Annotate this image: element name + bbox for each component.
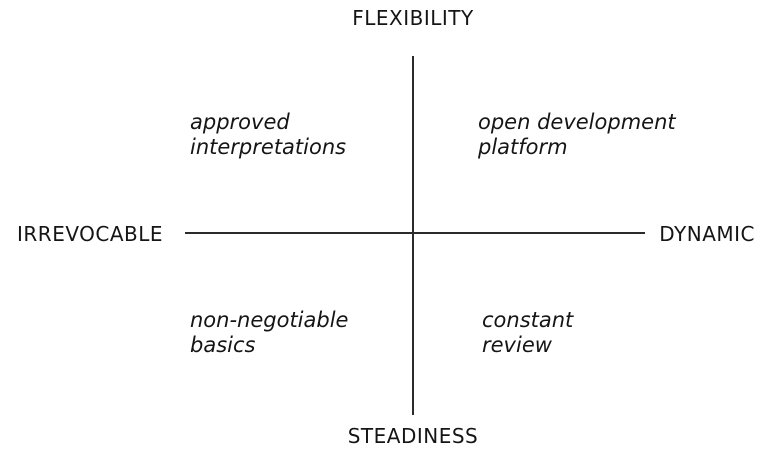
axis-label-steadiness: STEADINESS: [347, 424, 479, 448]
quadrant-label-bottom-right: constant review: [482, 308, 574, 357]
axis-label-dynamic: DYNAMIC: [659, 222, 755, 246]
vertical-axis-line: [412, 56, 414, 415]
axis-label-irrevocable: IRREVOCABLE: [17, 222, 164, 246]
axis-label-flexibility: FLEXIBILITY: [352, 6, 474, 30]
horizontal-axis-line: [185, 232, 645, 234]
quadrant-label-bottom-left: non-negotiable basics: [190, 308, 349, 357]
quadrant-label-top-right: open development platform: [478, 110, 676, 159]
quadrant-label-top-left: approved interpretations: [190, 110, 347, 159]
